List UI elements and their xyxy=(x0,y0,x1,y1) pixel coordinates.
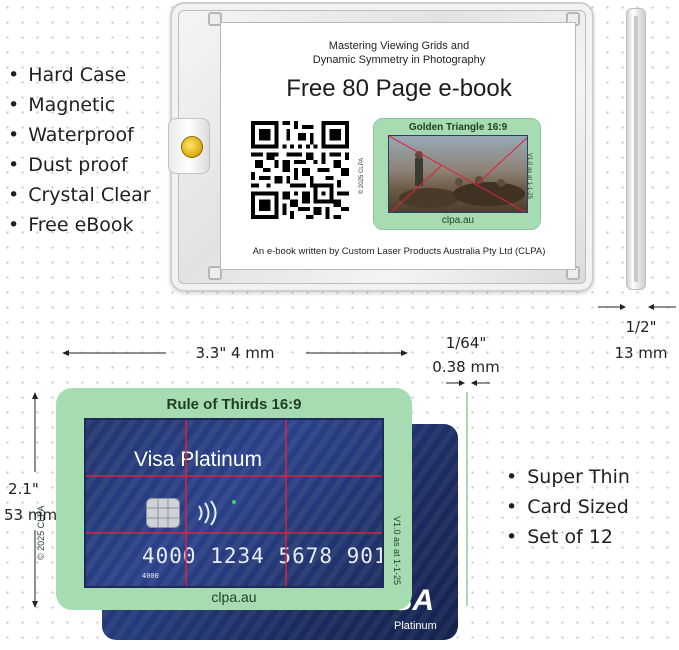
golden-triangle-overlay xyxy=(389,136,527,212)
insert-headline: Free 80 Page e-book xyxy=(286,75,512,102)
depth-arrows xyxy=(598,304,676,310)
golden-triangle-card: Golden Triangle 16:9 clpa.au © 2025 CLPA… xyxy=(359,118,541,230)
card-width: 3.3" 4 mm xyxy=(195,344,275,362)
feature-item: Dust proof xyxy=(4,150,151,180)
card-number: 4000 1234 5678 9010 xyxy=(142,544,384,568)
feature-item: Set of 12 xyxy=(506,522,630,552)
qr-code-icon xyxy=(251,121,349,219)
magnet-icon xyxy=(181,136,203,158)
frame-window: Visa Platinum 4000 1234 5678 9010 4000 xyxy=(84,418,384,588)
mini-card-title: Golden Triangle 16:9 xyxy=(408,122,508,133)
status-dot xyxy=(232,500,236,504)
case-corner xyxy=(208,12,222,26)
feature-item: Super Thin xyxy=(506,462,630,492)
card-name: Visa Platinum xyxy=(134,448,263,471)
feature-item: Magnetic xyxy=(4,90,151,120)
thickness-mm: 0.38 mm xyxy=(432,358,500,376)
mini-card-version: V1.0 as at 1-1-25 xyxy=(526,152,533,200)
rule-of-thirds-grid xyxy=(86,420,382,586)
card-small-number: 4000 xyxy=(142,572,159,580)
feature-list: Hard Case Magnetic Waterproof Dust proof… xyxy=(4,60,151,240)
visa-tier: Platinum xyxy=(394,620,437,632)
sample-photo xyxy=(388,135,528,213)
case-depth-mm: 13 mm xyxy=(614,344,668,362)
thickness-in: 1/64" xyxy=(445,334,487,352)
chip-icon xyxy=(146,498,180,528)
insert-title: Mastering Viewing Grids and Dynamic Symm… xyxy=(312,40,486,66)
frame-url: clpa.au xyxy=(211,589,257,605)
case-corner xyxy=(208,266,222,280)
feature-item: Card Sized xyxy=(506,492,630,522)
feature-item: Waterproof xyxy=(4,120,151,150)
feature-item: Crystal Clear xyxy=(4,180,150,210)
ebook-insert-card: Mastering Viewing Grids and Dynamic Symm… xyxy=(220,22,576,270)
feature-list-right: Super Thin Card Sized Set of 12 xyxy=(506,462,630,552)
mini-card-copyright: © 2025 CLPA xyxy=(359,157,366,195)
contactless-icon xyxy=(198,500,217,526)
frame-version: V1.0 as at 1-1-25 xyxy=(392,516,402,586)
case-depth-in: 1/2" xyxy=(625,318,657,336)
height-mm: 53 mm xyxy=(4,506,56,524)
frame-title: Rule of Thirds 16:9 xyxy=(166,396,302,413)
case-side-core xyxy=(634,16,638,282)
insert-footer: An e-book written by Custom Laser Produc… xyxy=(252,246,546,257)
mini-card-url: clpa.au xyxy=(441,215,475,226)
width-arrows xyxy=(62,350,408,356)
height-in: 2.1" xyxy=(8,480,39,498)
frame-copyright: © 2025 CLPA xyxy=(36,505,46,561)
feature-item: Hard Case xyxy=(4,60,151,90)
thickness-arrows xyxy=(446,380,490,386)
height-arrows xyxy=(32,392,38,608)
card-edge-line xyxy=(466,392,468,606)
feature-item: Free eBook xyxy=(4,210,151,240)
rule-of-thirds-card: Rule of Thirds 16:9 Visa Platinum 4000 1… xyxy=(36,388,412,610)
